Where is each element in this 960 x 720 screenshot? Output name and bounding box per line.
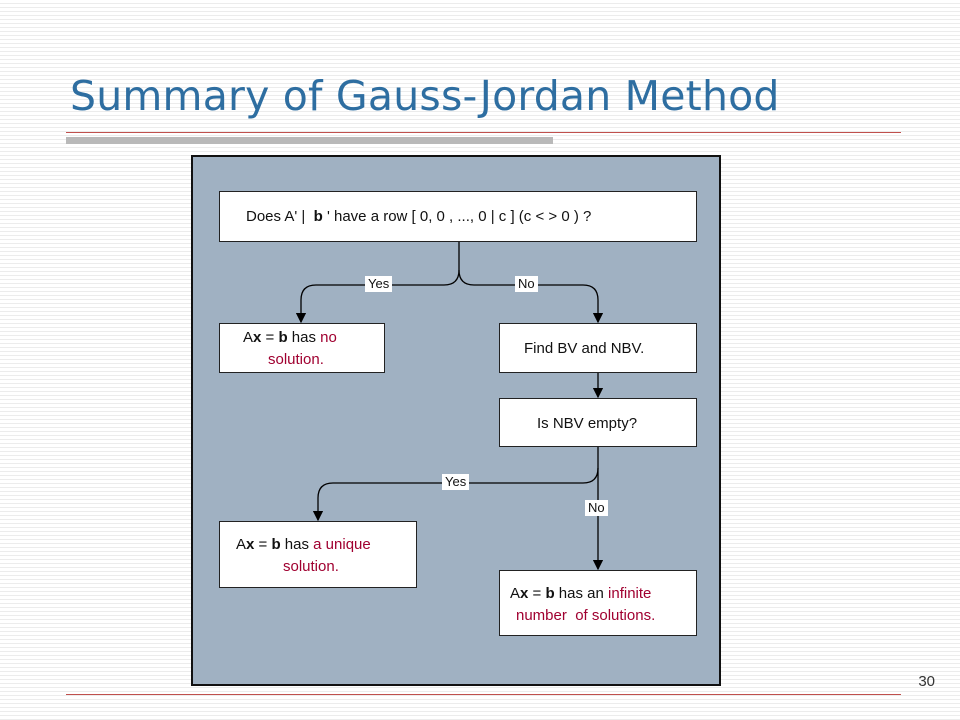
no-solution-box: Ax = b has no solution.	[219, 323, 385, 373]
infinite-solutions-box: Ax = b has an infinite number of solutio…	[499, 570, 697, 636]
title-divider	[66, 132, 901, 133]
page-title: Summary of Gauss-Jordan Method	[70, 72, 780, 120]
label-no-1: No	[515, 276, 538, 292]
unique-solution-box: Ax = b has a unique solution.	[219, 521, 417, 588]
label-no-2: No	[585, 500, 608, 516]
title-accent-bar	[66, 137, 553, 144]
question-box: Does A' | b ' have a row [ 0, 0 , ..., 0…	[219, 191, 697, 242]
footer-divider	[66, 694, 901, 695]
connector-no-1	[458, 269, 604, 324]
question-text-part1: Does A' |	[246, 208, 314, 225]
question-text-b: b	[313, 208, 323, 225]
question-text-part3: ' have a row [ 0, 0 , ..., 0 | c ] (c < …	[322, 208, 592, 225]
label-yes-1: Yes	[365, 276, 393, 292]
nbv-empty-box: Is NBV empty?	[499, 398, 697, 447]
label-yes-2: Yes	[442, 474, 470, 490]
page-number: 30	[918, 673, 935, 690]
find-bv-box: Find BV and NBV.	[499, 323, 697, 373]
